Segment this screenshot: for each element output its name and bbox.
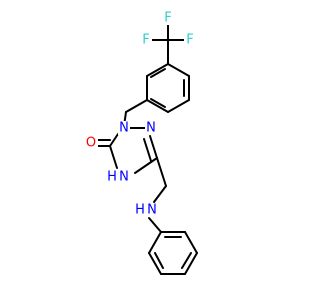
fluorine-label-top: F [164, 11, 171, 26]
bond-ring2-b [184, 231, 198, 254]
bond-c3-ch2 [156, 157, 167, 187]
hydrogen-label-ring-nh: H [107, 170, 117, 185]
bond-ring1-a [167, 63, 190, 77]
molecule-canvas: F F F O N N H N H N [84, 10, 198, 275]
bond-ring1-d [146, 99, 169, 113]
bond-ring1-f [146, 63, 169, 77]
fluorine-label-right: F [186, 33, 193, 48]
hydrogen-label-amine: H [135, 203, 145, 218]
bond-ring2-e [148, 252, 162, 275]
bond-ch2-nh [153, 185, 167, 203]
bond-ring2-f [148, 231, 162, 254]
bond-n2-c3-double [143, 138, 152, 162]
bond-ring1-double-2 [150, 98, 166, 108]
bond-ring2-double-3 [154, 252, 164, 269]
bond-c5-n1 [109, 133, 119, 147]
bond-ring1-c [167, 99, 190, 113]
bond-ring1-double-3 [150, 68, 166, 78]
fluorine-label-left: F [142, 33, 149, 48]
bond-c3-n4 [134, 157, 158, 174]
nitrogen-label-n1: N [119, 121, 129, 136]
bond-ring1-ch2 [125, 99, 148, 113]
structure-diagram: F F F O N N H N H N [84, 11, 198, 275]
bond-n4-c5 [109, 145, 118, 169]
nitrogen-label-amine: N [147, 203, 157, 218]
oxygen-label: O [86, 136, 96, 151]
atom-labels: F F F O N N H N H N [84, 11, 196, 218]
nitrogen-label-n2: N [146, 121, 156, 136]
bond-nh-phenyl [148, 217, 162, 233]
bond-ring2-double-2 [181, 252, 192, 269]
bond-n2-c3 [149, 135, 158, 159]
bond-ring2-c [184, 252, 198, 275]
nitrogen-label-n4: N [119, 170, 129, 185]
bonds [97, 23, 198, 275]
